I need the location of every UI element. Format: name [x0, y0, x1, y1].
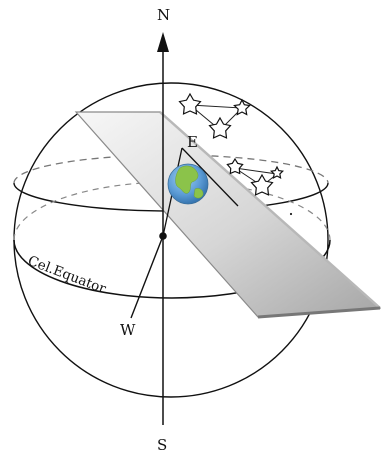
constellation-lower-lines [234, 167, 279, 187]
north-arrow-icon [157, 32, 169, 52]
center-point [159, 232, 167, 240]
north-label: N [157, 6, 170, 24]
west-line [130, 235, 164, 319]
earth-globe-icon [167, 163, 209, 205]
celestial-equator-label: Cel.Equator [26, 253, 109, 298]
plane-edge-highlight [159, 111, 381, 309]
plane-thick-edge [257, 306, 381, 319]
inclined-plane [74, 111, 381, 318]
star-icon [178, 92, 202, 115]
horizon-back [13, 154, 329, 184]
constellation-lower [226, 157, 284, 196]
west-label: W [120, 321, 136, 339]
star-icon [208, 116, 232, 139]
star-icon [270, 165, 284, 179]
east-line-on-plane [181, 147, 239, 207]
star-icon [226, 157, 244, 175]
south-label: S [157, 436, 167, 454]
constellation-upper-lines [189, 104, 244, 131]
constellation-upper [178, 92, 251, 139]
east-label: E [187, 133, 198, 151]
star-icon [250, 173, 274, 196]
star-icon [233, 98, 251, 116]
plane-dot [289, 212, 293, 216]
